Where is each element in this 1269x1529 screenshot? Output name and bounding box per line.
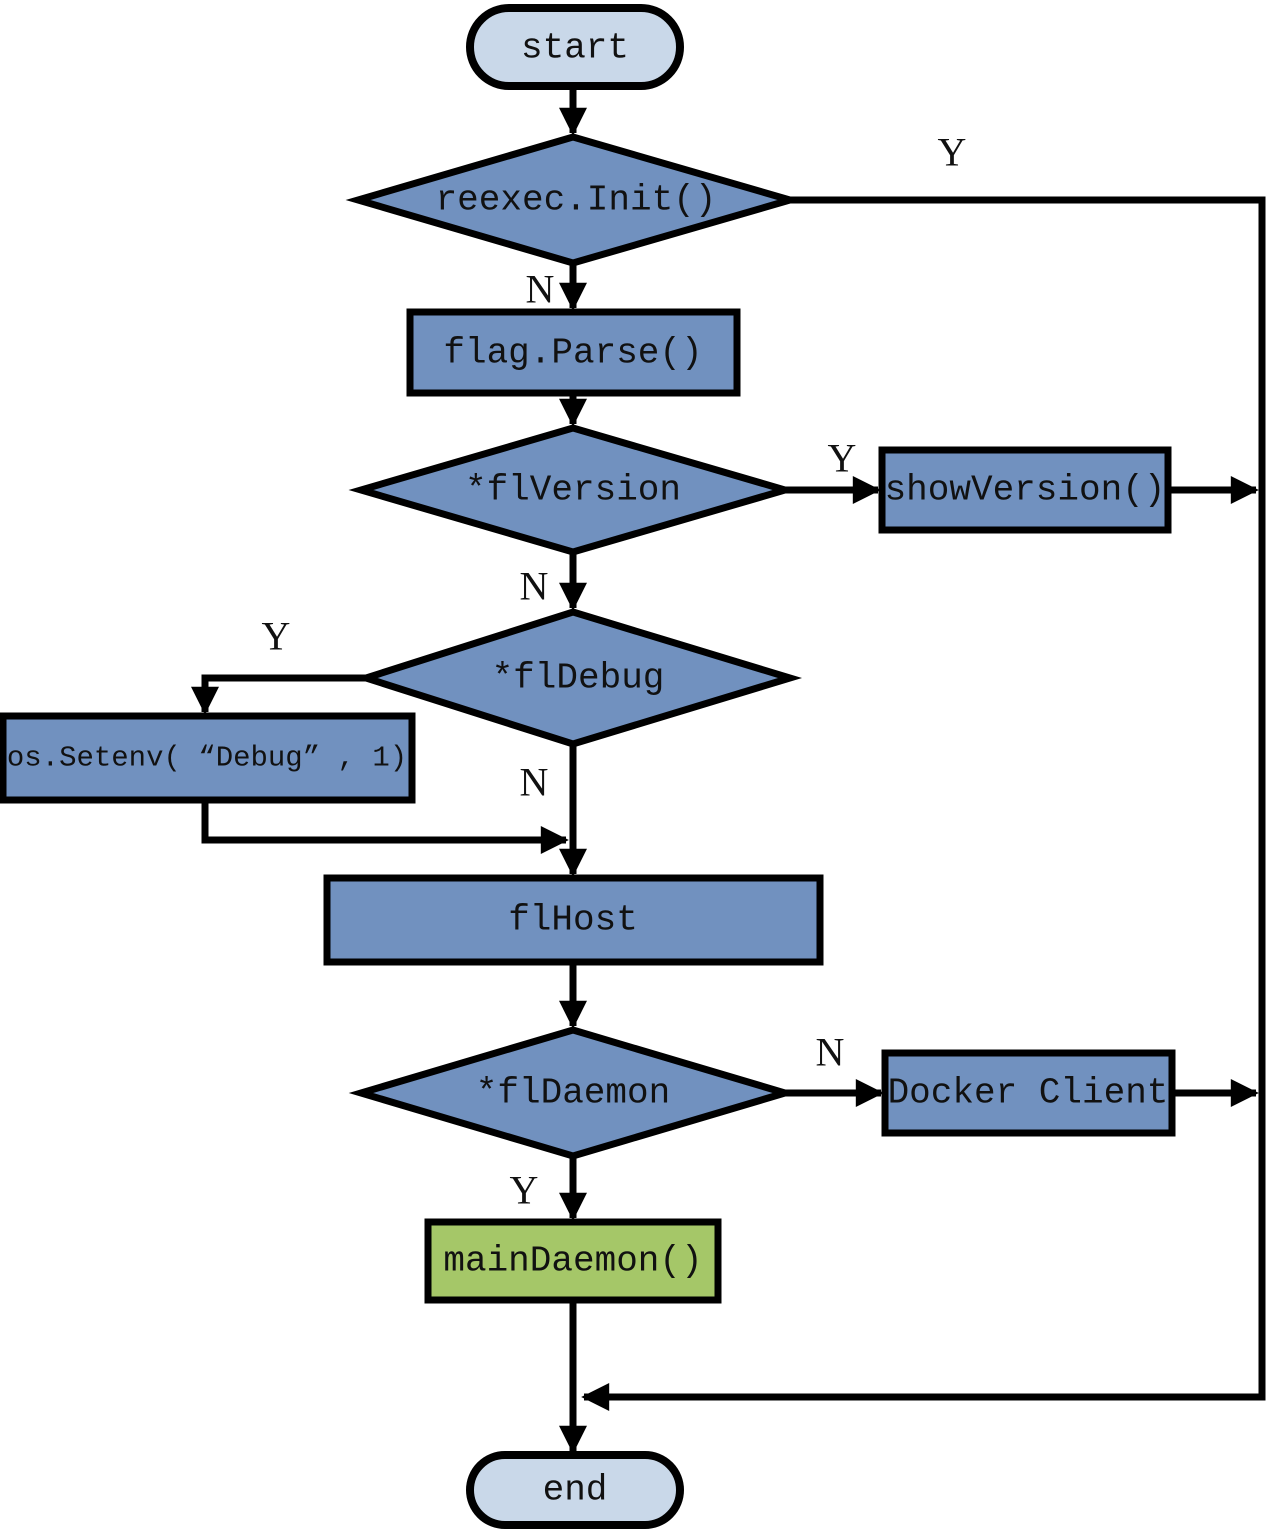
flhost-process-shape [323,874,824,966]
label-flversion-no: N [520,564,549,609]
fldebug-decision-shape [354,608,803,748]
label-reexec-no: N [526,267,555,312]
reexec-init-decision-shape [345,133,803,267]
end-terminal-shape [466,1451,684,1529]
node-flag-parse: flag.Parse() [406,308,741,397]
flversion-decision-shape [348,424,798,556]
os-setenv-process-label: os.Setenv( “Debug” , 1) [7,742,407,775]
label-fldaemon-yes: Y [510,1168,539,1213]
docker-client-process-shape [881,1049,1176,1137]
start-terminal-label: start [521,28,629,69]
maindaemon-process-shape [424,1218,722,1304]
flag-parse-process-label: flag.Parse() [443,333,702,374]
node-start: start [466,4,684,90]
node-docker-client: Docker Client [881,1049,1176,1137]
flversion-decision-label: *flVersion [465,470,681,511]
reexec-init-decision-label: reexec.Init() [436,180,717,221]
label-reexec-yes: Y [938,130,967,175]
label-fldaemon-no: N [816,1030,845,1075]
node-flhost: flHost [323,874,824,966]
flag-parse-process-shape [406,308,741,397]
showversion-process-shape [878,446,1172,534]
node-os-setenv: os.Setenv( “Debug” , 1) [0,712,416,804]
fldebug-decision-label: *flDebug [492,658,665,699]
node-maindaemon: mainDaemon() [424,1218,722,1304]
node-fldebug: *flDebug [354,608,803,748]
label-fldebug-yes: Y [262,614,291,659]
node-flversion: *flVersion [348,424,798,556]
label-fldebug-no: N [520,760,549,805]
node-end: end [466,1451,684,1529]
node-reexec-init: reexec.Init() [345,133,803,267]
docker-client-process-label: Docker Client [888,1073,1169,1114]
node-fldaemon: *flDaemon [348,1026,798,1160]
os-setenv-process-shape [0,712,416,804]
fldaemon-decision-shape [348,1026,798,1160]
maindaemon-process-label: mainDaemon() [443,1241,702,1282]
node-showversion: showVersion() [878,446,1172,534]
start-terminal-shape [466,4,684,90]
label-flversion-yes: Y [828,436,857,481]
showversion-process-label: showVersion() [885,470,1166,511]
edge-fldebug-yes [191,674,366,715]
flhost-process-label: flHost [508,900,638,941]
end-terminal-label: end [543,1470,608,1511]
edge-setenv-merge [201,800,569,854]
edge-reexec-yes-rail [581,196,1266,1411]
fldaemon-decision-label: *flDaemon [476,1073,670,1114]
